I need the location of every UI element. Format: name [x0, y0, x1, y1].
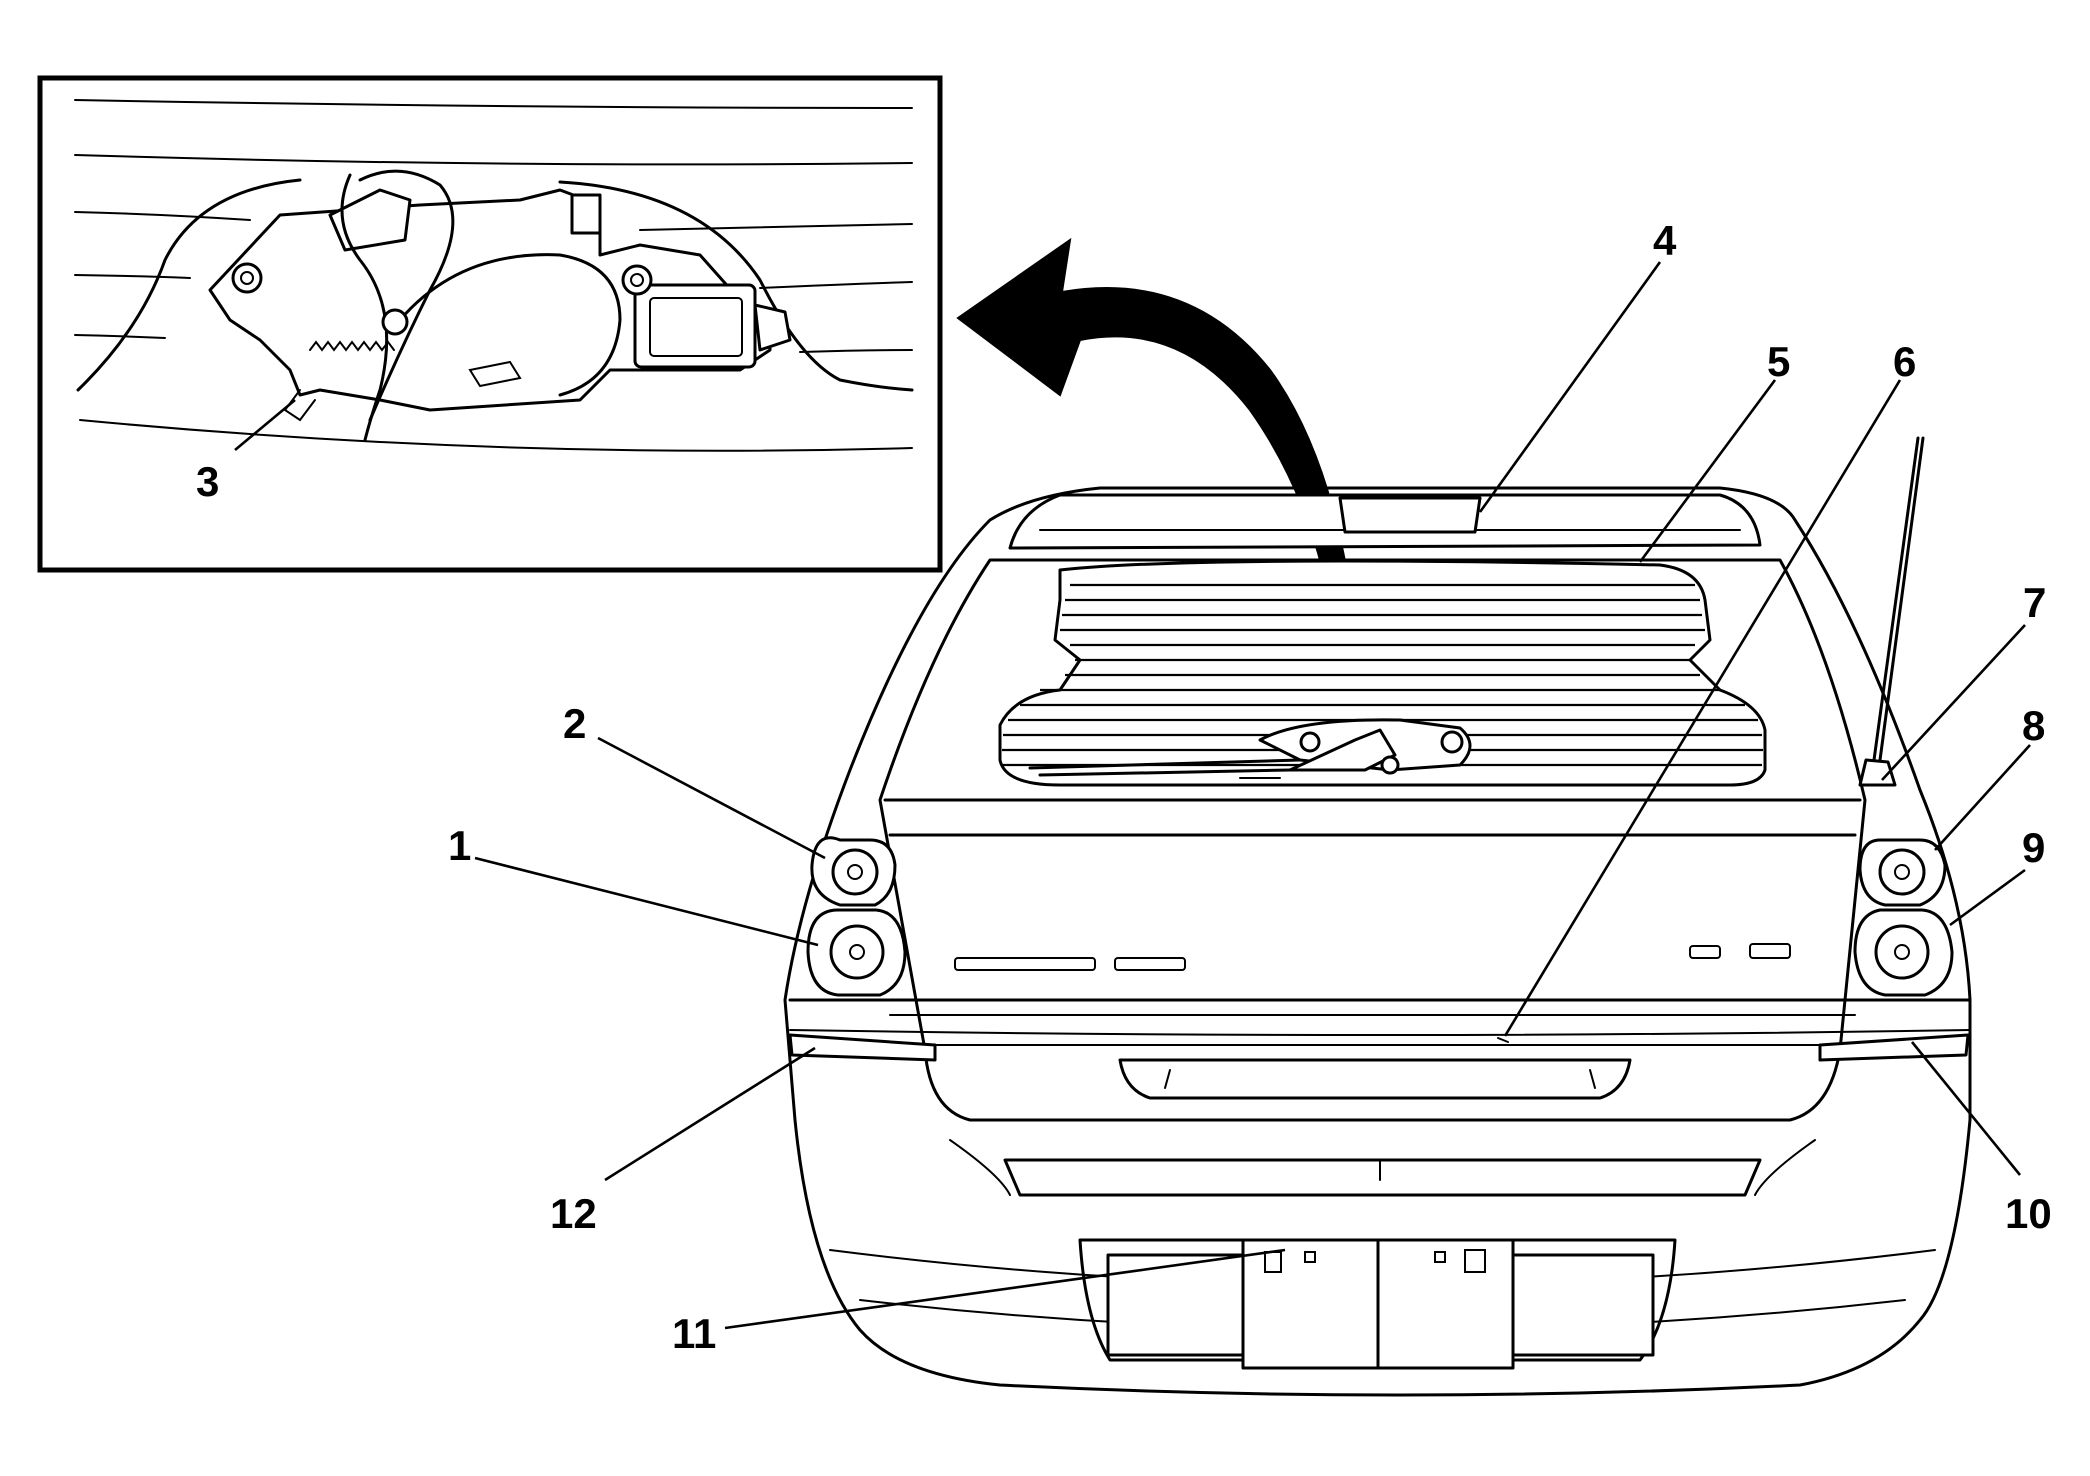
leader-6 — [1503, 379, 1902, 1037]
left-tail-lamps — [806, 836, 907, 997]
callout-1: 1 — [448, 822, 471, 869]
callout-9: 9 — [2022, 824, 2045, 871]
callout-6: 6 — [1893, 338, 1916, 385]
leader-11 — [724, 1248, 1286, 1330]
callout-7: 7 — [2023, 579, 2046, 626]
leader-8 — [1934, 744, 2031, 851]
leader-4 — [1478, 261, 1662, 513]
wiper-motor-assembly — [208, 169, 792, 442]
callout-10: 10 — [2005, 1190, 2052, 1237]
leader-1 — [474, 856, 819, 947]
callout-3: 3 — [196, 458, 219, 505]
callout-8: 8 — [2022, 702, 2045, 749]
right-tail-lamps — [1853, 838, 1954, 997]
vehicle-rear-view — [783, 436, 1972, 1397]
callout-11: 11 — [672, 1310, 716, 1357]
rear-wiper — [1028, 718, 1472, 779]
leader-2 — [597, 736, 826, 860]
antenna — [1858, 436, 1925, 787]
leader-12 — [604, 1046, 816, 1182]
callout-4: 4 — [1653, 217, 1677, 264]
leader-7 — [1881, 624, 2026, 781]
inset-detail-view — [37, 75, 943, 573]
leader-3 — [234, 399, 296, 451]
leader-lines — [234, 261, 2031, 1330]
callout-labels: 1 2 3 4 5 6 7 8 9 10 11 12 — [196, 217, 2052, 1357]
callout-5: 5 — [1767, 338, 1790, 385]
callout-2: 2 — [563, 700, 586, 747]
leader-5 — [1638, 379, 1777, 563]
leader-10 — [1910, 1041, 2022, 1176]
callout-12: 12 — [550, 1190, 597, 1237]
leader-9 — [1949, 868, 2026, 927]
